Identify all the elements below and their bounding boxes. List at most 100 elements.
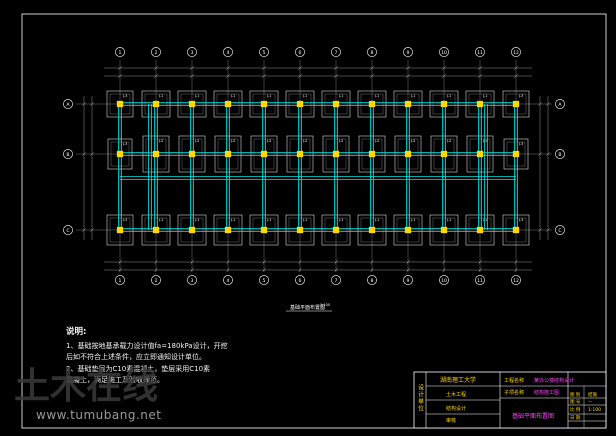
dim-tick-h-2-5	[298, 260, 302, 264]
footing-label-b-7: J-2	[374, 139, 379, 143]
axis-bubble-bottom-3	[187, 275, 197, 285]
dim-tick-v-3-2	[546, 228, 550, 232]
axis-bubble-top-5	[259, 47, 269, 57]
footing-c-1	[141, 214, 171, 246]
dim-tick-v-0-1	[82, 152, 86, 156]
axis-bubble-label-top-5: 5	[263, 50, 266, 56]
column-A10	[440, 100, 448, 108]
axis-bubble-bottom-9	[403, 275, 413, 285]
footing-inner-b-7	[361, 138, 383, 170]
footing-label-a-6: J-1	[338, 94, 343, 98]
footing-a-4	[249, 90, 279, 118]
title-block-row-3: 审核	[446, 417, 456, 424]
dim-tick-h-0-5	[298, 66, 302, 70]
footing-c-10	[465, 214, 495, 246]
column-B7	[332, 150, 340, 158]
footing-c-8	[393, 214, 423, 246]
notes-heading: 说明:	[66, 326, 86, 337]
column-B10	[440, 150, 448, 158]
axis-bubble-bottom-8	[367, 275, 377, 285]
footing-label-c-4: J-1	[266, 218, 271, 222]
footing-label-c-9: J-1	[446, 218, 451, 222]
axis-bubble-top-4	[223, 47, 233, 57]
footing-a-3	[213, 90, 243, 118]
axis-bubble-right-A	[555, 99, 565, 109]
footing-a-1	[141, 90, 171, 118]
footing-label-a-2: J-1	[194, 94, 199, 98]
axis-bubble-label-top-9: 9	[407, 50, 410, 56]
note-line-1: 1、基础按地基承载力设计值fa=180kPa设计，开挖	[66, 341, 228, 350]
footing-inner-a-8	[396, 93, 420, 115]
axis-bubble-label-bottom-5: 5	[263, 278, 266, 284]
footing-a-9	[429, 90, 459, 118]
footing-inner-a-11	[505, 93, 527, 115]
footing-label-c-6: J-1	[338, 218, 343, 222]
footing-b-2	[178, 135, 206, 173]
footing-label-b-1: J-2	[158, 139, 163, 143]
dim-tick-h-2-6	[334, 260, 338, 264]
axis-bubble-bottom-2	[151, 275, 161, 285]
footing-c-2	[177, 214, 207, 246]
footing-inner-a-7	[360, 93, 384, 115]
column-B9	[404, 150, 412, 158]
dim-tick-h-1-2	[190, 74, 194, 78]
axis-bubble-label-right-A: A	[558, 102, 562, 108]
dim-tick-h-0-10	[478, 66, 482, 70]
column-A5	[260, 100, 268, 108]
dim-tick-v-3-1	[546, 152, 550, 156]
dim-tick-h-2-4	[262, 260, 266, 264]
footing-inner-c-11	[505, 217, 527, 243]
dim-tick-h-1-0	[118, 74, 122, 78]
dim-tick-v-1-2	[90, 228, 94, 232]
footing-label-a-7: J-1	[374, 94, 379, 98]
footing-inner-b-5	[289, 138, 311, 170]
footing-label-b-6: J-2	[338, 139, 343, 143]
axis-bubble-right-B	[555, 149, 565, 159]
dim-tick-h-0-11	[514, 66, 518, 70]
footing-inner-c-0	[109, 217, 131, 243]
axis-bubble-label-left-B: B	[66, 152, 69, 158]
footing-label-b-0: J-3	[122, 142, 127, 146]
column-A6	[296, 100, 304, 108]
column-B4	[224, 150, 232, 158]
title-block-drawing-name: 基础平面布置图	[512, 412, 554, 420]
footing-inner-c-4	[252, 217, 276, 243]
footing-a-8	[393, 90, 423, 118]
column-A8	[368, 100, 376, 108]
dim-tick-h-1-5	[298, 74, 302, 78]
title-block-school: 湖南理工大学	[440, 376, 476, 384]
dim-tick-h-3-3	[226, 268, 230, 272]
axis-bubble-label-bottom-7: 7	[335, 278, 338, 284]
dim-tick-h-1-3	[226, 74, 230, 78]
footing-b-10	[466, 135, 494, 173]
axis-bubble-top-9	[403, 47, 413, 57]
footing-inner-b-10	[469, 138, 491, 170]
title-block	[413, 371, 607, 429]
axis-bubble-bottom-11	[475, 275, 485, 285]
dim-tick-h-0-4	[262, 66, 266, 70]
footing-c-0	[106, 214, 134, 246]
footing-inner-b-9	[433, 138, 455, 170]
column-C3	[188, 226, 196, 234]
axis-bubble-label-left-C: C	[66, 228, 69, 234]
footing-b-3	[214, 135, 242, 173]
column-B1	[116, 150, 124, 158]
axis-bubble-top-6	[295, 47, 305, 57]
footing-label-c-7: J-1	[374, 218, 379, 222]
footing-inner-a-2	[180, 93, 204, 115]
footing-label-c-3: J-1	[230, 218, 235, 222]
note-line-4: 混凝土，满足施工及验收规范。	[66, 375, 164, 384]
footing-b-7	[358, 135, 386, 173]
dim-tick-h-1-9	[442, 74, 446, 78]
footing-inner-c-10	[468, 217, 492, 243]
footing-b-9	[430, 135, 458, 173]
dim-tick-h-2-2	[190, 260, 194, 264]
dim-tick-h-0-3	[226, 66, 230, 70]
footing-a-7	[357, 90, 387, 118]
footing-label-a-5: J-1	[302, 94, 307, 98]
dim-tick-v-1-1	[90, 152, 94, 156]
dim-tick-v-2-1	[538, 152, 542, 156]
axis-bubble-top-3	[187, 47, 197, 57]
title-block-value-3: 1:100	[588, 407, 601, 413]
dim-tick-h-0-2	[190, 66, 194, 70]
